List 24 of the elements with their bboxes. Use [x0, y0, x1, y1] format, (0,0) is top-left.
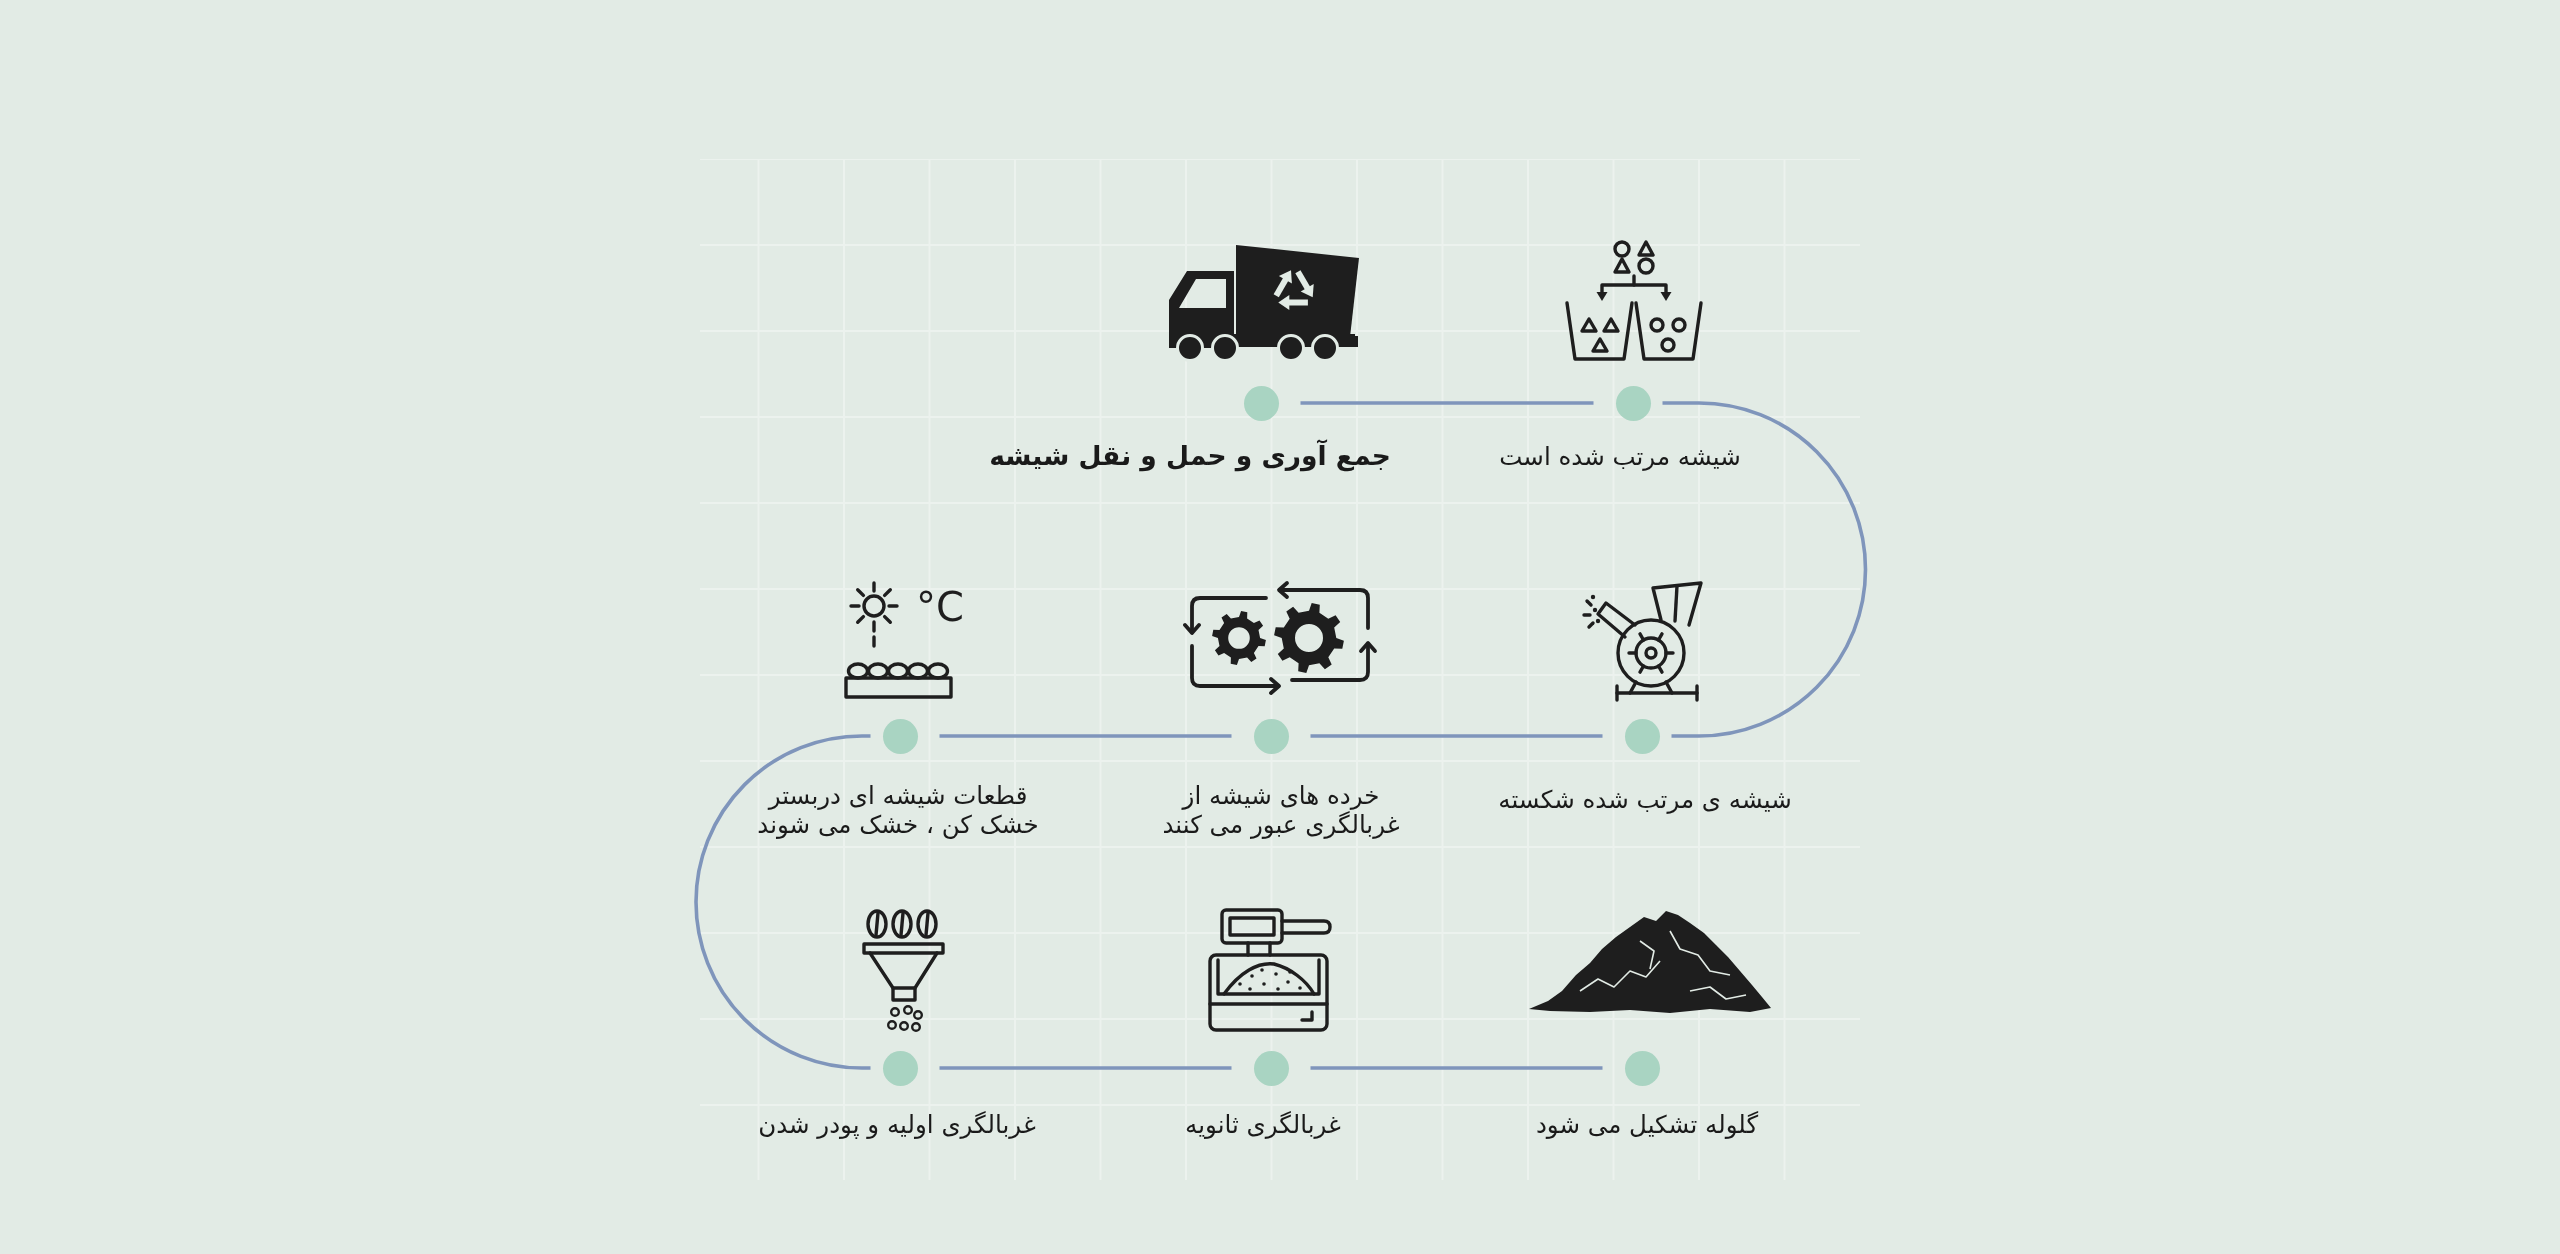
step-label: قطعات شیشه ای دربستر خشک کن ، خشک می شوند: [756, 781, 1040, 839]
step-dot: [1253, 718, 1289, 754]
connector-line: [1662, 401, 1867, 738]
unit-label: °C: [916, 587, 964, 627]
step-label: خرده های شیشه از غربالگری عبور می کنند: [1161, 781, 1401, 839]
connector-line: [1310, 734, 1603, 738]
connector-line: [694, 734, 871, 1070]
connector-line: [939, 1066, 1232, 1070]
step-label: شیشه مرتب شده است: [1499, 442, 1741, 472]
step-dot: [882, 718, 918, 754]
step-dot: [1624, 718, 1660, 754]
step-dot: [1615, 385, 1651, 421]
step-dot: [1624, 1050, 1660, 1086]
step-label: غربالگری ثانویه: [1185, 1110, 1341, 1140]
step-label: شیشه ی مرتب شده شکسته: [1498, 785, 1792, 815]
step-dot: [882, 1050, 918, 1086]
step-label: جمع آوری و حمل و نقل شیشه: [989, 441, 1391, 471]
connector-line: [1300, 401, 1594, 405]
step-dot: [1253, 1050, 1289, 1086]
connector-line: [1310, 1066, 1603, 1070]
step-label: غربالگری اولیه و پودر شدن: [758, 1110, 1036, 1140]
step-label: گلوله تشکیل می شود: [1535, 1110, 1759, 1140]
connector-line: [939, 734, 1232, 738]
step-dot: [1243, 385, 1279, 421]
